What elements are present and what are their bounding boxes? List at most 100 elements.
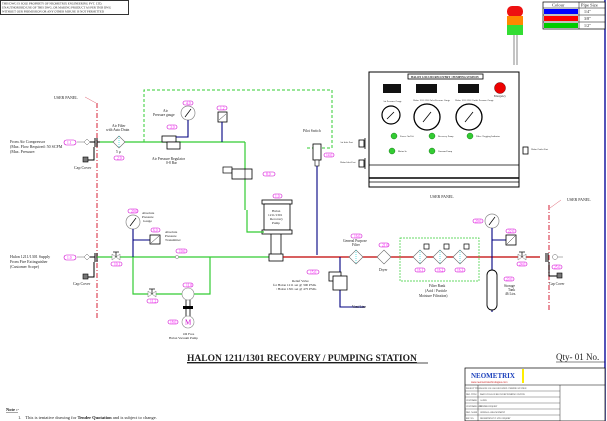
cap-cover-icon (556, 272, 563, 279)
svg-text:Halon Outlet Port: Halon Outlet Port (531, 148, 548, 151)
svg-text:Power On/Off: Power On/Off (400, 135, 414, 138)
svg-text:15.0: 15.0 (310, 270, 316, 274)
title-block-label: DRG. NAME (466, 411, 478, 414)
title-block-value: HALON 1211/1301 RECOVERY / PUMPING STATI… (480, 387, 527, 390)
legend-header-colour: Colour (552, 3, 565, 8)
svg-text:Vacuum Pump: Vacuum Pump (438, 150, 453, 153)
pipe-size-legend: Colour Pipe Size 1/4" 3/8" 1/2" (542, 1, 606, 30)
ball-valve-icon (517, 251, 527, 261)
lamp-power (390, 132, 398, 140)
user-panel-label-bottom: USER PANEL (430, 194, 454, 199)
svg-text:Absolute: Absolute (165, 230, 178, 234)
solenoid-valve-icon (222, 166, 253, 180)
svg-text:10.1: 10.1 (114, 262, 120, 266)
svg-text:4.0: 4.0 (186, 101, 191, 105)
notes-heading: Note :- (6, 407, 20, 412)
svg-text:Air Filter: Air Filter (112, 124, 126, 128)
svg-text:Absolute: Absolute (142, 211, 155, 215)
svg-text:20.0: 20.0 (131, 209, 137, 213)
title-block-value: AS PER (480, 399, 487, 402)
svg-text:1.0: 1.0 (275, 194, 280, 198)
svg-text:14.0: 14.0 (326, 153, 332, 157)
title-block-label: PROJECT TITLE (466, 388, 481, 390)
drawing-title: HALON 1211/1301 RECOVERY / PUMPING STATI… (187, 354, 417, 364)
svg-text:0-8 Bar: 0-8 Bar (166, 161, 178, 165)
user-panel-label-right: USER PANEL (567, 197, 591, 202)
legend-header-size: Pipe Size (581, 3, 598, 8)
svg-text:16.2: 16.2 (437, 268, 443, 272)
svg-text:46 Ltrs.: 46 Ltrs. (505, 292, 516, 296)
notice-line-1: THIS DWG IS SOLE PROPERTY OF NEOMETRIX E… (2, 2, 102, 6)
svg-text:Pressure: Pressure (142, 215, 154, 219)
svg-text:25.0: 25.0 (554, 265, 560, 269)
svg-text:10.0: 10.0 (179, 249, 185, 253)
svg-text:16.3: 16.3 (457, 268, 463, 272)
emergency-stop-button[interactable] (494, 82, 506, 94)
lamp-vacuum (428, 147, 436, 155)
dryer-icon (376, 249, 392, 265)
svg-text:Tank: Tank (508, 288, 515, 292)
title-block-value: P&ID OF HALON RECOVERY/PUMPING STATION (480, 393, 525, 396)
svg-text:18.0: 18.0 (170, 320, 176, 324)
svg-text:Dryer: Dryer (379, 268, 388, 272)
svg-text:21.0: 21.0 (382, 243, 388, 247)
halon-circuit: Halon 1211/1301 Supply From Fire Extingu… (10, 193, 565, 340)
legend-swatch-red (544, 16, 578, 21)
cap-cover-label-air: Cap Cover (74, 165, 92, 170)
svg-text:11.0: 11.0 (186, 283, 192, 287)
legend-swatch-blue (544, 9, 578, 14)
title-block-label: CUSTOMER (466, 400, 478, 402)
svg-text:/ Halon 1301 set @ 475 PSIG: / Halon 1301 set @ 475 PSIG (276, 287, 317, 291)
cap-cover-label-halon: Cap Cover (73, 281, 91, 286)
svg-text:(Max. Pressure:: (Max. Pressure: (10, 149, 35, 154)
title-block-value: TENDER ENQUIRY (480, 406, 498, 408)
svg-text:(Max. Flow Required: 50 SCFM: (Max. Flow Required: 50 SCFM (10, 144, 63, 149)
svg-text:www.neometrixtechnologies.com: www.neometrixtechnologies.com (471, 381, 507, 384)
display-inlet (416, 84, 437, 93)
svg-text:with Auto Drain: with Auto Drain (106, 128, 130, 132)
svg-text:Filter Bank: Filter Bank (429, 284, 445, 288)
svg-text:23.0: 23.0 (506, 277, 512, 281)
svg-text:Emergency: Emergency (494, 95, 506, 98)
air-source-label: From Air Compressor (10, 139, 46, 144)
quick-coupler-icon (83, 138, 91, 146)
svg-text:Air Pressure Gauge: Air Pressure Gauge (383, 100, 402, 103)
air-inlet-port (358, 139, 365, 148)
svg-text:(Acid / Particle: (Acid / Particle (425, 289, 447, 293)
svg-text:Filter Clogging Indicator: Filter Clogging Indicator (476, 135, 500, 138)
pilot-switch-icon (312, 143, 322, 161)
lamp-filter-clogging (466, 132, 474, 140)
svg-text:Pressure: Pressure (165, 234, 177, 238)
svg-text:Recovery: Recovery (270, 217, 283, 221)
svg-text:20.0: 20.0 (475, 219, 481, 223)
svg-text:Storage: Storage (504, 284, 515, 288)
svg-text:1.0: 1.0 (67, 256, 72, 260)
halon-inlet-port (358, 159, 365, 168)
lamp-recovery (428, 132, 436, 140)
svg-text:1211/1301: 1211/1301 (268, 213, 283, 217)
control-panel: HALON 1211/1301 RECOVERY / PUMPING STATI… (340, 71, 548, 199)
pilot-switch-label: Pilot Switch (303, 129, 321, 133)
svg-text:Relief Valve: Relief Valve (292, 279, 309, 283)
motor-icon (181, 315, 195, 329)
svg-text:Filter: Filter (352, 243, 361, 247)
outlet-coupling-icon (552, 254, 558, 260)
ball-valve-icon (147, 288, 157, 298)
title-block-value: NEOMETRIX PVT. LTD. ENQUIRY (480, 418, 511, 420)
svg-text:Cap Cover: Cap Cover (549, 282, 565, 286)
svg-text:Recovery Pump: Recovery Pump (438, 135, 454, 138)
svg-text:Air: Air (163, 109, 169, 113)
svg-text:Halon 1211/1301 Inlet Pressure: Halon 1211/1301 Inlet Pressure Gauge (413, 99, 450, 102)
display-air (383, 84, 401, 93)
title-block-label: REF. NO. (466, 418, 474, 420)
svg-text:Halon: Halon (272, 209, 281, 213)
svg-text:Pressure gauge: Pressure gauge (153, 113, 175, 117)
display-outlet (458, 84, 479, 93)
legend-size-3: 1/2" (584, 23, 591, 28)
control-panel-title: HALON 1211/1301 RECOVERY / PUMPING STATI… (411, 76, 479, 79)
svg-text:22.0: 22.0 (508, 229, 514, 233)
svg-text:General Purpose: General Purpose (343, 239, 367, 243)
signal-tower-icon (507, 6, 523, 65)
air-supply-section: From Air Compressor (Max. Flow Required:… (10, 89, 335, 255)
